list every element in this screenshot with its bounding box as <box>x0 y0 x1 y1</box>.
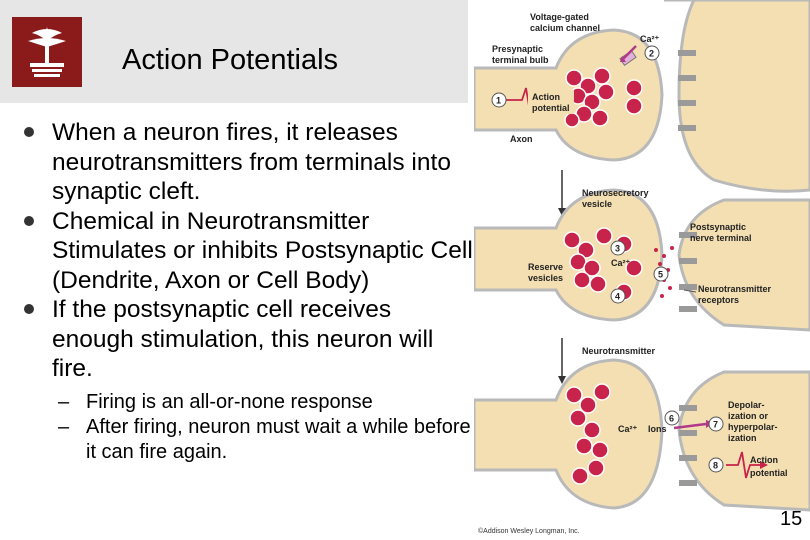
label-action-potential-bottom: Action <box>750 455 778 465</box>
step-number: 8 <box>713 461 718 471</box>
label-postsynaptic: Postsynaptic <box>690 222 746 232</box>
label-action-potential-bottom: potential <box>750 468 788 478</box>
step-number: 4 <box>615 292 620 302</box>
step-number: 5 <box>658 270 663 280</box>
bullet-dot-icon <box>24 304 34 314</box>
sub-bullet-item: – After firing, neuron must wait a while… <box>22 415 477 465</box>
dash-icon: – <box>58 390 70 413</box>
sub-bullet-text: After firing, neuron must wait a while b… <box>86 415 471 463</box>
label-ions: Ions <box>648 424 667 434</box>
label-neurotransmitter: Neurotransmitter <box>582 346 656 356</box>
label-ca-top: Ca²⁺ <box>640 34 660 44</box>
step-number: 3 <box>615 244 620 254</box>
label-voltage-gated: calcium channel <box>530 23 600 33</box>
label-action-potential: potential <box>532 103 570 113</box>
panel-1: Action potential 1 2 Voltage-gated calci… <box>474 0 810 193</box>
bullet-item: Chemical in Neurotransmitter Stimulates … <box>22 207 477 296</box>
label-depolarization: Depolar- <box>728 400 765 410</box>
slide-title: Action Potentials <box>122 44 339 76</box>
label-neurosecretory: Neurosecretory <box>582 188 649 198</box>
label-reserve-vesicles: Reserve <box>528 262 563 272</box>
label-reserve-vesicles: vesicles <box>528 273 563 283</box>
step-number: 6 <box>669 414 674 424</box>
label-depolarization: hyperpolar- <box>728 422 778 432</box>
label-receptors: receptors <box>698 295 739 305</box>
label-depolarization: ization <box>728 433 757 443</box>
bullet-text: When a neuron fires, it releases neurotr… <box>52 119 451 205</box>
label-voltage-gated: Voltage-gated <box>530 12 589 22</box>
synapse-diagram: Action potential 1 2 Voltage-gated calci… <box>474 0 810 512</box>
bullet-item: If the postsynaptic cell receives enough… <box>22 295 477 384</box>
label-depolarization: ization or <box>728 411 768 421</box>
sub-bullet-text: Firing is an all-or-none response <box>86 390 373 413</box>
dash-icon: – <box>58 415 70 438</box>
label-presynaptic: Presynaptic <box>492 44 543 54</box>
step-number: 7 <box>713 420 718 430</box>
bullet-list: When a neuron fires, it releases neurotr… <box>22 118 477 465</box>
label-receptors: Neurotransmitter <box>698 284 772 294</box>
bullet-item: When a neuron fires, it releases neurotr… <box>22 118 477 207</box>
university-seal-logo <box>12 17 82 87</box>
sub-bullet-item: – Firing is an all-or-none response <box>22 390 477 415</box>
label-neurosecretory: vesicle <box>582 199 612 209</box>
step-number: 2 <box>649 49 654 59</box>
label-postsynaptic: nerve terminal <box>690 233 752 243</box>
panel-2: 3 4 5 Ca²⁺ Neurosecretory vesicle Postsy… <box>474 188 810 356</box>
bullet-text: If the postsynaptic cell receives enough… <box>52 296 434 382</box>
page-number: 15 <box>780 508 803 530</box>
label-ca-bot: Ca²⁺ <box>618 424 638 434</box>
label-ca-mid: Ca²⁺ <box>611 258 631 268</box>
label-action-potential: Action <box>532 92 560 102</box>
bullet-dot-icon <box>24 127 34 137</box>
copyright-notice: ©Addison Wesley Longman, Inc. <box>478 528 580 535</box>
label-axon: Axon <box>510 134 533 144</box>
panel-3: 6 7 8 Ca²⁺ Ions Depolar- ization or hype… <box>474 358 810 512</box>
step-number: 1 <box>496 96 501 106</box>
bullet-text: Chemical in Neurotransmitter Stimulates … <box>52 207 473 294</box>
bullet-dot-icon <box>24 215 34 226</box>
label-presynaptic: terminal bulb <box>492 55 549 65</box>
